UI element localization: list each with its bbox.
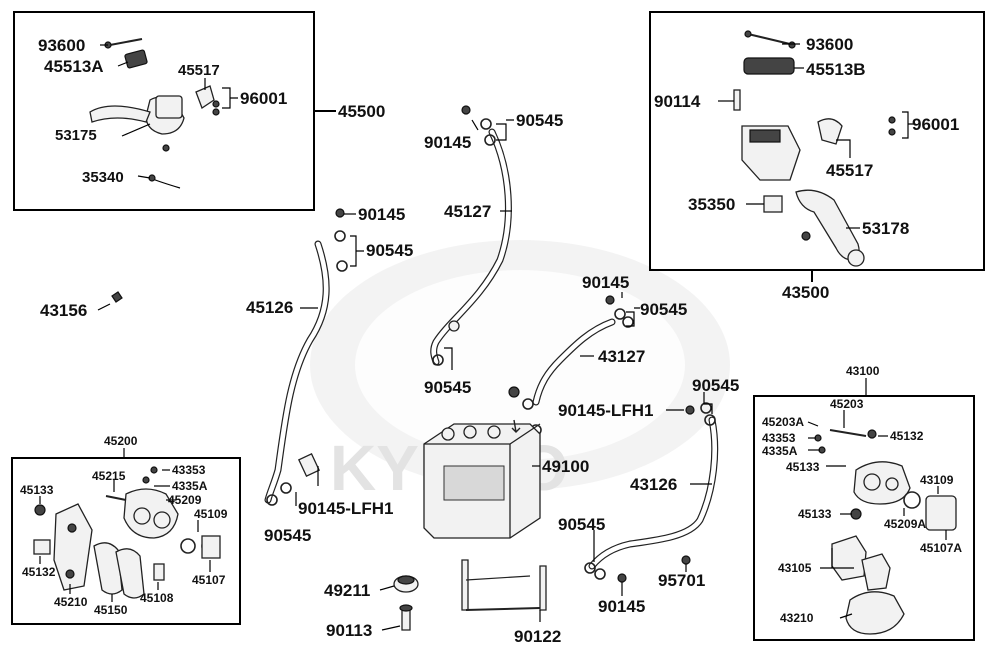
front-caliper-part-45132: 45132 — [22, 565, 56, 579]
brake-hoses-and-abs: 43156 90145 90545 45126 90145 90545 4512… — [40, 105, 739, 646]
rear-caliper-part-45209a: 45209A — [884, 517, 926, 531]
label-90145-a: 90145 — [358, 205, 405, 224]
rear-master-part-45513b: 45513B — [806, 60, 866, 79]
rear-caliper-part-4335a: 4335A — [762, 444, 798, 458]
label-90545-b: 90545 — [516, 111, 563, 130]
label-49100: 49100 — [542, 457, 589, 476]
rear-master-assembly-label: 43500 — [782, 283, 829, 302]
front-caliper-group: 45200 45215 43353 4335A 45209 45133 4510… — [11, 434, 241, 625]
front-master-part-93600: 93600 — [38, 36, 85, 55]
front-caliper-part-45107: 45107 — [192, 573, 226, 587]
front-caliper-part-45215: 45215 — [92, 469, 126, 483]
rear-caliper-box — [753, 395, 975, 641]
front-master-assembly-label: 45500 — [338, 102, 385, 121]
rear-caliper-part-45203: 45203 — [830, 397, 864, 411]
rear-caliper-part-45107a: 45107A — [920, 541, 962, 555]
rear-caliper-part-45132: 45132 — [890, 429, 924, 443]
label-43127: 43127 — [598, 347, 645, 366]
front-caliper-part-45133: 45133 — [20, 483, 54, 497]
rear-master-part-35350: 35350 — [688, 195, 735, 214]
rear-caliper-assembly-label: 43100 — [846, 364, 880, 378]
label-90145-b: 90145 — [424, 133, 471, 152]
rear-caliper-group: 43100 45203 45203A 43353 45132 4335A 451… — [753, 364, 975, 641]
rear-master-part-96001: 96001 — [912, 115, 959, 134]
rear-master-part-93600: 93600 — [806, 35, 853, 54]
rear-caliper-part-45203a: 45203A — [762, 415, 804, 429]
rear-caliper-part-45133-a: 45133 — [786, 460, 820, 474]
rear-master-part-53178: 53178 — [862, 219, 909, 238]
label-90122: 90122 — [514, 627, 561, 646]
label-90545-f: 90545 — [264, 526, 311, 545]
rear-caliper-part-43210: 43210 — [780, 611, 814, 625]
front-master-cylinder-group: 45500 93600 45513A 45517 96001 53175 353… — [13, 11, 385, 211]
front-master-part-53175: 53175 — [55, 127, 97, 144]
rear-caliper-part-45133-b: 45133 — [798, 507, 832, 521]
label-90545-e: 90545 — [692, 376, 739, 395]
label-90545-d: 90545 — [640, 300, 687, 319]
rear-master-part-45517: 45517 — [826, 161, 873, 180]
front-caliper-part-4335a: 4335A — [172, 479, 208, 493]
label-43156: 43156 — [40, 301, 87, 320]
front-master-part-96001: 96001 — [240, 89, 287, 108]
front-caliper-assembly-label: 45200 — [104, 434, 138, 448]
label-49211: 49211 — [324, 581, 370, 600]
front-caliper-box — [11, 457, 241, 625]
label-90145-lfh1-a: 90145-LFH1 — [558, 401, 653, 420]
label-90545-a: 90545 — [366, 241, 413, 260]
front-caliper-part-43353: 43353 — [172, 463, 206, 477]
label-90145-d: 90145 — [598, 597, 645, 616]
front-caliper-part-45210: 45210 — [54, 595, 88, 609]
rear-caliper-part-43353: 43353 — [762, 431, 796, 445]
front-caliper-part-45209: 45209 — [168, 493, 202, 507]
label-90145-lfh1-b: 90145-LFH1 — [298, 499, 393, 518]
rear-caliper-part-43105: 43105 — [778, 561, 812, 575]
label-90545-c: 90545 — [424, 378, 471, 397]
label-90145-c: 90145 — [582, 273, 629, 292]
front-master-part-45517: 45517 — [178, 62, 220, 79]
rear-caliper-part-43109: 43109 — [920, 473, 954, 487]
label-45127: 45127 — [444, 202, 491, 221]
rear-master-cylinder-group: 43500 93600 45513B 90114 96001 45517 353… — [649, 11, 985, 302]
front-caliper-part-45109: 45109 — [194, 507, 228, 521]
front-master-part-35340: 35340 — [82, 169, 124, 186]
front-caliper-part-45108: 45108 — [140, 591, 174, 605]
label-90545-g: 90545 — [558, 515, 605, 534]
rear-master-box — [649, 11, 985, 271]
label-45126: 45126 — [246, 298, 293, 317]
label-95701: 95701 — [658, 571, 705, 590]
label-90113: 90113 — [326, 621, 372, 640]
front-master-part-45513a: 45513A — [44, 57, 104, 76]
rear-master-part-90114: 90114 — [654, 92, 701, 111]
front-caliper-part-45150: 45150 — [94, 603, 128, 617]
label-43126: 43126 — [630, 475, 677, 494]
